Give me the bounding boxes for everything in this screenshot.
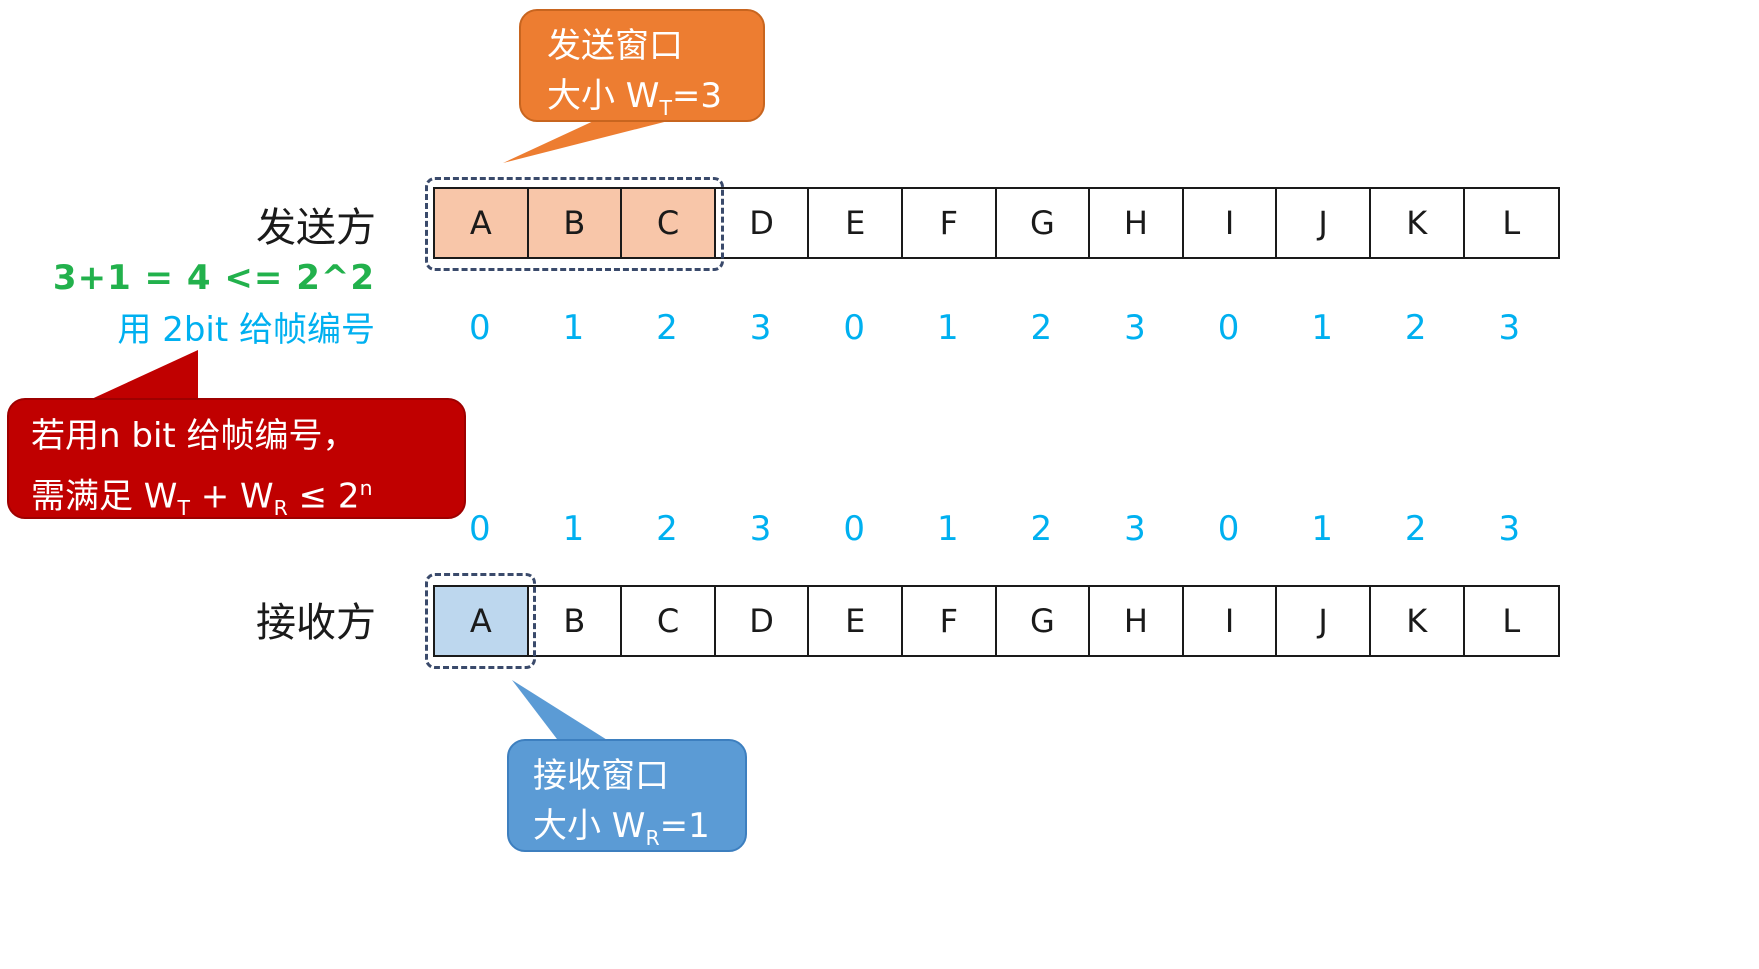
seq-number: 1 (562, 509, 585, 549)
receiver-frame: A (435, 587, 529, 655)
seq-number: 3 (1124, 308, 1146, 348)
condition-callout-tail (85, 350, 198, 402)
recv-callout-tail (512, 680, 612, 743)
recv-window-callout: 接收窗口 大小 WR=1 (507, 739, 747, 852)
receiver-frame: F (903, 587, 997, 655)
seq-number: 0 (468, 308, 491, 348)
send-callout-line1: 发送窗口 (547, 26, 683, 66)
sender-frame: F (903, 189, 997, 257)
sender-frame: H (1090, 189, 1184, 257)
sender-frame: L (1502, 204, 1521, 242)
receiver-frame-row: A B C D E F G H I J K L (433, 585, 1561, 657)
sender-frame: G (997, 189, 1091, 257)
receiver-frame: H (1090, 587, 1184, 655)
receiver-frame: I (1184, 587, 1278, 655)
seq-number: 0 (468, 509, 491, 549)
sender-frame: B (528, 189, 623, 257)
receiver-seq-row: 0 1 2 3 0 1 2 3 0 1 2 3 (433, 507, 1556, 551)
seq-number: 2 (656, 509, 678, 549)
receiver-frame: D (716, 587, 810, 655)
sender-frame: I (1184, 189, 1278, 257)
recv-window-outline (425, 573, 536, 669)
receiver-frame: B (529, 587, 623, 655)
condition-callout: 若用n bit 给帧编号， 需满足 WT + WR ≤ 2n (7, 398, 466, 520)
seq-number: 1 (1311, 509, 1333, 549)
send-window-outline (425, 177, 724, 271)
numbering-note: 用 2bit 给帧编号 (117, 310, 375, 350)
receiver-frame: G (997, 587, 1091, 655)
seq-number: 2 (1404, 308, 1427, 348)
sender-seq-row: 0 1 2 3 0 1 2 3 0 1 2 3 (433, 306, 1556, 350)
seq-number: 2 (1030, 509, 1053, 549)
seq-number: 3 (749, 308, 772, 348)
condition-line1: 若用n bit 给帧编号， (31, 416, 357, 456)
seq-number: 2 (1030, 308, 1053, 348)
receiver-frame: E (809, 587, 903, 655)
formula-text: 3+1 = 4 <= 2^2 (52, 258, 375, 298)
seq-number: 1 (936, 509, 959, 549)
seq-number: 3 (749, 509, 772, 549)
seq-number: 0 (843, 509, 865, 549)
receiver-frame: L (1502, 602, 1521, 640)
sender-label: 发送方 (256, 205, 376, 251)
recv-callout-line2: 大小 WR=1 (533, 806, 710, 850)
seq-number: 1 (1311, 308, 1333, 348)
sender-frame: D (716, 189, 810, 257)
receiver-frame: C (622, 587, 716, 655)
receiver-frame: J (1277, 587, 1371, 655)
send-window-callout: 发送窗口 大小 WT=3 (519, 9, 765, 122)
seq-number: 0 (1217, 308, 1240, 348)
seq-number: 3 (1498, 509, 1521, 549)
seq-number: 0 (843, 308, 865, 348)
recv-callout-line1: 接收窗口 (533, 756, 669, 796)
seq-number: 1 (562, 308, 585, 348)
send-callout-line2: 大小 WT=3 (547, 76, 723, 120)
sender-frame: K (1371, 189, 1465, 257)
sender-frame: E (809, 189, 903, 257)
receiver-frame: K (1371, 587, 1465, 655)
sender-frame: A (435, 189, 529, 257)
seq-number: 2 (1404, 509, 1427, 549)
sender-frame: J (1277, 189, 1371, 257)
sender-frame-row: A B C D E F G H I J K L (433, 187, 1561, 259)
seq-number: 3 (1498, 308, 1521, 348)
seq-number: 0 (1217, 509, 1240, 549)
seq-number: 1 (936, 308, 959, 348)
seq-number: 3 (1124, 509, 1146, 549)
sender-frame: C (622, 189, 716, 257)
receiver-label: 接收方 (256, 600, 376, 646)
seq-number: 2 (656, 308, 678, 348)
condition-line2: 需满足 WT + WR ≤ 2n (31, 476, 373, 521)
